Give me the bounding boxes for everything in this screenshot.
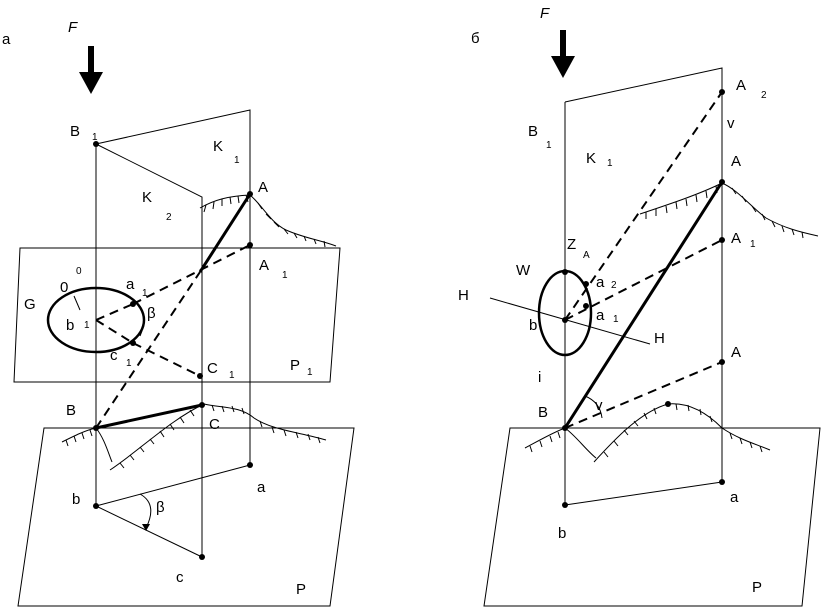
panel-a: а F <box>2 19 355 607</box>
o-pointer-a <box>73 295 81 311</box>
angle-arc-top-a <box>139 305 145 337</box>
label-C1-sub-a: 1 <box>229 370 235 381</box>
label-beta-bottom-a: β <box>156 499 165 516</box>
label-b-a: b <box>72 491 80 508</box>
label-O-sup-a: 0 <box>76 266 82 277</box>
projection-bottom-b <box>564 481 723 506</box>
label-ZA-sub-b: A <box>583 250 590 261</box>
label-K1-sub-b: 1 <box>607 158 613 169</box>
terrain-top-b <box>639 182 819 237</box>
terrain-bottom-hatch-a <box>65 404 321 469</box>
label-F-b: F <box>540 5 550 22</box>
label-C1-a: C <box>207 360 218 377</box>
label-P1-sub-a: 1 <box>307 367 313 378</box>
label-a1-a: a <box>126 276 135 293</box>
projection-arrow-icon-b <box>551 30 575 78</box>
label-P-a: P <box>296 581 306 598</box>
label-b-b: b <box>529 317 537 334</box>
angle-arrow-bottom-a <box>142 524 150 531</box>
angle-arc-bottom-a <box>139 493 152 529</box>
terrain-top-hatch-a <box>203 194 326 248</box>
label-b1-a: b <box>66 317 74 334</box>
segment-A-top-a <box>198 193 252 273</box>
projection-bottom-a <box>95 464 251 558</box>
label-a2-b: a <box>596 274 605 291</box>
label-a1-sub-a: 1 <box>142 288 148 299</box>
terrain-top-a <box>199 194 337 247</box>
ray-B-A-low <box>564 361 723 429</box>
projection-arrow-icon <box>79 46 103 94</box>
label-A-b: A <box>731 153 741 170</box>
terrain-bottom-a <box>61 403 327 471</box>
label-i-b: i <box>538 369 541 386</box>
label-A1-sub-b: 1 <box>750 239 756 250</box>
label-a2-sub-b: 2 <box>611 280 617 291</box>
label-v-top-b: v <box>727 115 735 132</box>
label-O-a: 0 <box>60 279 68 296</box>
label-C-a: C <box>209 416 220 433</box>
label-b-bottom-b: b <box>558 525 566 542</box>
label-ZA-b: Z <box>567 236 576 253</box>
label-K1-a: K <box>213 138 223 155</box>
segment-BC-a <box>95 403 203 430</box>
label-A-a: A <box>258 179 268 196</box>
points-b <box>562 89 725 508</box>
label-b1-sub-a: 1 <box>84 320 90 331</box>
terrain-bottom-b <box>524 403 771 463</box>
label-B1-b: B <box>528 123 538 140</box>
panel-b: б F <box>458 5 821 607</box>
label-beta-top-a: β <box>147 305 156 322</box>
label-B1-sub-a: 1 <box>92 132 98 143</box>
label-A1-sub-a: 1 <box>282 270 288 281</box>
label-K1-sub-a: 1 <box>234 155 240 166</box>
label-c1-a: c <box>110 347 118 364</box>
label-A2-b: A <box>736 77 746 94</box>
plane-K2-outline <box>95 143 203 557</box>
ray-b1-A1-a <box>95 244 251 321</box>
label-P1-a: P <box>290 357 300 374</box>
label-W-b: W <box>516 262 531 279</box>
label-K2-a: K <box>142 189 152 206</box>
label-A1-b: A <box>731 230 741 247</box>
label-A2-sub-b: 2 <box>761 90 767 101</box>
label-K2-sub-a: 2 <box>166 212 172 223</box>
segment-BA-b <box>563 181 724 429</box>
label-P-b: P <box>752 579 762 596</box>
label-a-b: a <box>730 489 739 506</box>
angle-arc-v-b <box>584 395 603 419</box>
label-H-left-b: H <box>458 287 469 304</box>
plane-K1-outline <box>95 109 251 506</box>
label-c-a: c <box>176 569 184 586</box>
label-A1-a: A <box>259 257 269 274</box>
label-K1-b: K <box>586 150 596 167</box>
label-F-a: F <box>68 19 78 36</box>
label-B-a: B <box>66 402 76 419</box>
label-B1-sub-b: 1 <box>546 140 552 151</box>
terrain-bottom-hatch-b <box>529 403 763 458</box>
label-v-angle-b: v <box>595 397 603 414</box>
terrain-top-hatch-b <box>645 185 804 239</box>
label-a1-b: a <box>596 307 605 324</box>
line-H-b <box>489 297 651 345</box>
plane-P1-outline <box>13 247 341 383</box>
label-B-b: B <box>538 404 548 421</box>
label-a1-sub-b: 1 <box>613 314 619 325</box>
ray-b1-C1-a <box>95 319 201 377</box>
label-a-a: a <box>257 479 266 496</box>
plane-P-outline-b <box>483 427 821 607</box>
label-B1-a: B <box>70 123 80 140</box>
ray-b-A2 <box>564 91 723 321</box>
label-A-low-b: A <box>731 344 741 361</box>
panel-a-tag: а <box>2 31 11 48</box>
plane-K1-outline-b <box>564 67 723 505</box>
label-c1-sub-a: 1 <box>126 358 132 369</box>
points-a <box>93 141 253 560</box>
label-H-right-b: H <box>654 330 665 347</box>
label-G-a: G <box>24 296 36 313</box>
plane-P-outline <box>17 427 355 607</box>
panel-b-tag: б <box>471 30 480 47</box>
